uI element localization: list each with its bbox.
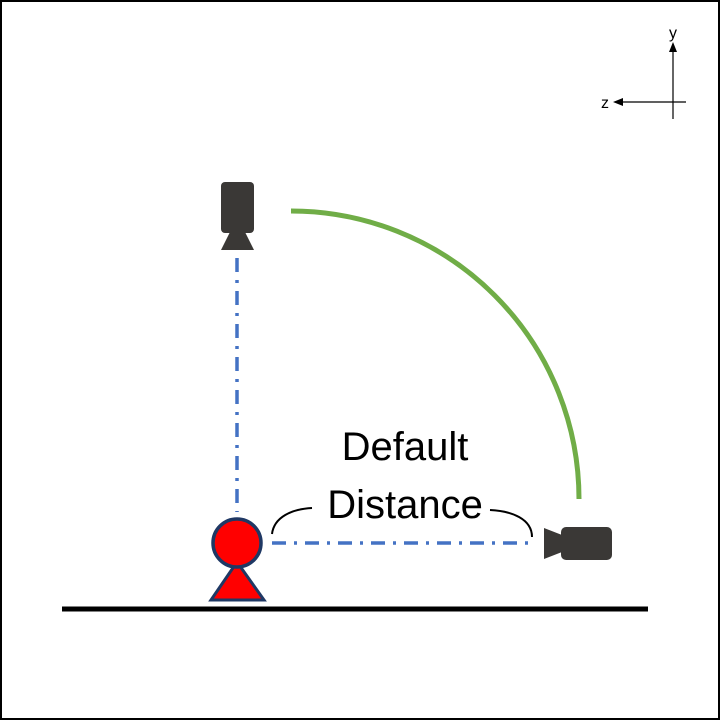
label-distance: Distance bbox=[327, 483, 483, 527]
camera-side-icon bbox=[544, 527, 612, 560]
camera-top-icon bbox=[221, 182, 254, 250]
axis-indicator: y z bbox=[601, 25, 686, 119]
person-icon bbox=[208, 517, 267, 602]
label-default: Default bbox=[342, 425, 469, 469]
y-axis-label: y bbox=[669, 25, 677, 42]
y-axis-arrow-icon bbox=[669, 42, 677, 52]
z-axis-arrow-icon bbox=[613, 98, 623, 106]
orbit-arc bbox=[290, 208, 582, 500]
left-brace bbox=[271, 507, 313, 535]
z-axis-label: z bbox=[601, 95, 609, 112]
right-brace bbox=[489, 509, 533, 538]
